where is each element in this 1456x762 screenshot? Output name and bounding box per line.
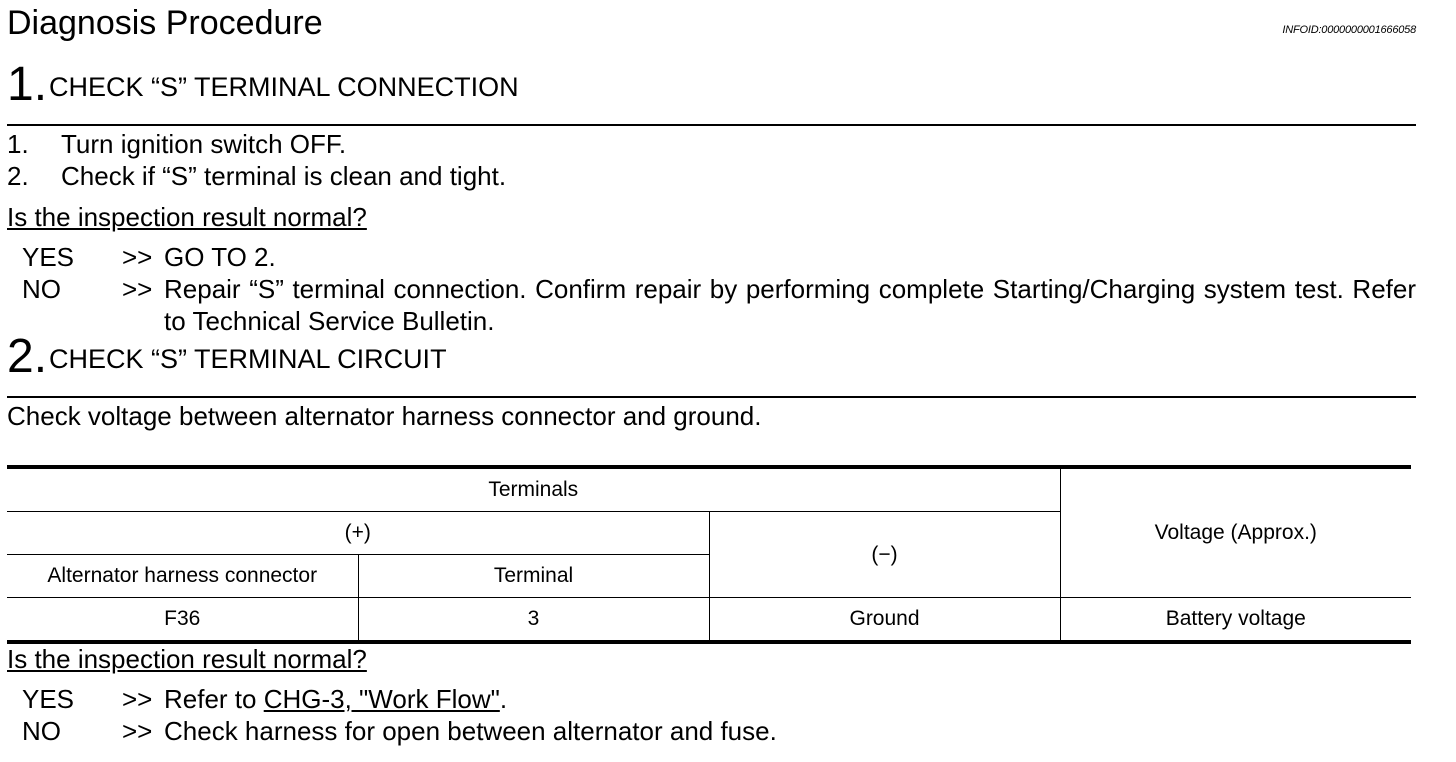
cell-minus: Ground (708, 597, 1061, 642)
voltage-spec-table: Terminals Voltage (Approx.) (+) (−) Alte… (7, 465, 1412, 644)
arrow-marker: >> (122, 274, 153, 304)
header-terminal: Terminal (357, 554, 709, 598)
header-voltage: Voltage (Approx.) (1059, 467, 1412, 598)
step-1-question: Is the inspection result normal? (7, 202, 367, 232)
yes-suffix: . (499, 684, 508, 714)
arrow-marker: >> (122, 242, 153, 272)
no-text: Check harness for open between alternato… (164, 716, 777, 746)
work-flow-link[interactable]: CHG-3, "Work Flow" (263, 684, 500, 714)
yes-label: YES (22, 684, 75, 714)
step-1-no-text: Repair “S” terminal connection. Confirm … (164, 274, 1416, 336)
step-2-question: Is the inspection result normal? (7, 644, 367, 674)
cell-connector: F36 (7, 597, 359, 642)
yes-prefix: Refer to (164, 684, 264, 714)
instruction-1-text: Turn ignition switch OFF. (61, 129, 347, 159)
step-2-heading: 2.CHECK “S” TERMINAL CIRCUIT (7, 333, 447, 381)
step-1-rule (7, 124, 1416, 126)
cell-terminal: 3 (357, 597, 710, 642)
info-id: INFOID:0000000001666058 (1282, 24, 1416, 36)
instruction-1: 1. Turn ignition switch OFF. (7, 128, 346, 160)
step-1-title: CHECK “S” TERMINAL CONNECTION (49, 72, 519, 102)
step-2-no-answer: NO >> Check harness for open between alter… (22, 715, 777, 747)
instruction-1-number: 1. (7, 129, 29, 159)
step-2-instruction: Check voltage between alternator harness… (7, 401, 762, 431)
step-2-rule (7, 396, 1416, 398)
arrow-marker: >> (122, 684, 153, 714)
step-2-number: 2. (7, 330, 48, 383)
instruction-2-number: 2. (7, 161, 29, 191)
instruction-2-text: Check if “S” terminal is clean and tight… (61, 161, 507, 191)
header-minus: (−) (708, 511, 1061, 598)
step-1-heading: 1.CHECK “S” TERMINAL CONNECTION (7, 61, 519, 109)
cell-voltage: Battery voltage (1059, 597, 1412, 642)
arrow-marker: >> (122, 716, 153, 746)
instruction-2: 2. Check if “S” terminal is clean and tig… (7, 160, 506, 192)
header-terminals: Terminals (7, 467, 1061, 512)
step-2-title: CHECK “S” TERMINAL CIRCUIT (49, 344, 447, 374)
no-label: NO (22, 716, 61, 746)
no-label: NO (22, 274, 61, 304)
header-connector: Alternator harness connector (7, 554, 359, 598)
step-1-yes-answer: YES >> GO TO 2. (22, 241, 276, 273)
step-2-yes-answer: YES >> Refer to CHG-3, "Work Flow". (22, 683, 507, 715)
table-row: F36 3 Ground Battery voltage (7, 597, 1412, 642)
step-1-number: 1. (7, 58, 48, 111)
yes-label: YES (22, 242, 75, 272)
yes-text: GO TO 2. (164, 242, 276, 272)
step-1-no-label-row: NO >> (22, 273, 164, 305)
header-plus: (+) (7, 511, 710, 555)
page-title: Diagnosis Procedure (7, 4, 323, 42)
